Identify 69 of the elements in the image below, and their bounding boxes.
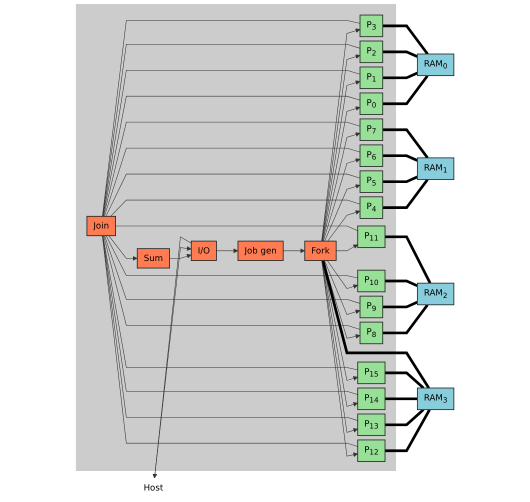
connector: [385, 372, 424, 390]
arrow: [322, 260, 358, 381]
connector: [382, 74, 429, 106]
connector: [385, 280, 418, 288]
arrow: [327, 210, 360, 242]
node-box: RAM$_{0}$: [416, 54, 454, 76]
node-box: P$_{8}$: [360, 322, 384, 344]
connector: [103, 122, 360, 217]
node-box: P$_{13}$: [357, 414, 386, 436]
node-box: P$_{15}$: [357, 362, 386, 384]
connector: [382, 72, 418, 80]
connector: [385, 409, 431, 452]
arrow: [324, 184, 360, 242]
arrow: [169, 254, 192, 259]
arrow: [324, 260, 360, 315]
connector: [382, 24, 429, 55]
node-text: Host: [144, 482, 164, 493]
arrow: [322, 132, 360, 242]
connector: [102, 235, 358, 370]
node-box: Sum: [136, 248, 170, 268]
node-box: P$_{12}$: [357, 440, 386, 462]
arrow: [216, 248, 238, 254]
connector: [104, 148, 360, 217]
connector: [382, 128, 429, 159]
connector: [102, 70, 360, 217]
node-box: P$_{11}$: [357, 226, 386, 248]
connector: [385, 397, 418, 400]
connector: [385, 408, 424, 426]
connector: [322, 260, 430, 389]
node-box: P$_{0}$: [360, 92, 384, 115]
connector: [382, 304, 429, 334]
node-box: RAM$_{3}$: [416, 388, 454, 410]
arrow: [282, 248, 305, 254]
connector: [382, 154, 418, 162]
arrow: [323, 158, 360, 242]
connector: [102, 96, 360, 217]
arrow: [336, 244, 358, 252]
node-box: P$_{10}$: [357, 270, 386, 292]
connector: [382, 176, 418, 184]
arrow: [322, 106, 360, 242]
connector: [382, 300, 418, 308]
connector: [115, 226, 358, 232]
connector: [385, 235, 432, 284]
connector: [104, 235, 360, 304]
node-box: Join: [86, 216, 116, 236]
cluster: [76, 4, 396, 471]
connector: [382, 50, 418, 58]
connector: [110, 200, 360, 217]
connector: [106, 235, 358, 278]
node-box: P$_{9}$: [360, 296, 384, 318]
node-box: P$_{5}$: [360, 170, 384, 193]
node-box: P$_{14}$: [357, 388, 386, 410]
connector: [103, 235, 360, 330]
arrow: [322, 260, 358, 407]
node-box: P$_{2}$: [360, 40, 384, 64]
arrow: [108, 235, 138, 261]
node-box: P$_{6}$: [360, 144, 384, 167]
node-box: P$_{1}$: [360, 66, 384, 90]
node-box: Job gen: [238, 240, 284, 261]
node-box: I/O: [190, 240, 217, 261]
node-box: P$_{4}$: [360, 196, 384, 219]
arrow: [327, 260, 358, 289]
connector: [106, 174, 360, 217]
node-box: P$_{7}$: [360, 118, 384, 141]
node-box: P$_{3}$: [360, 14, 384, 38]
connector: [382, 178, 429, 209]
node-box: RAM$_{2}$: [416, 282, 454, 306]
node-box: Fork: [304, 240, 337, 261]
node-box: RAM$_{1}$: [416, 157, 454, 180]
